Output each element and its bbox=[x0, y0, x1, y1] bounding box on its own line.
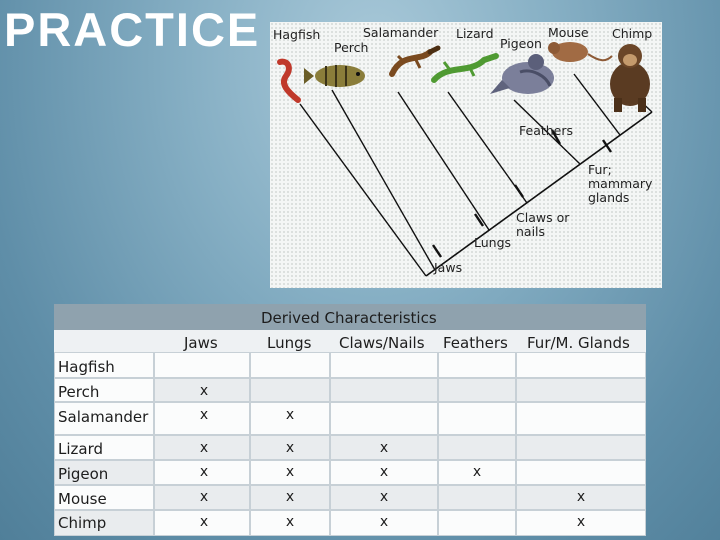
cell-salamander-lungs: x bbox=[283, 407, 297, 423]
cell-chimp-jaws: x bbox=[197, 514, 211, 530]
hagfish-icon bbox=[280, 62, 298, 100]
slide-title: PRACTICE bbox=[4, 2, 260, 57]
trait-label-fur: Fur; mammary glands bbox=[588, 163, 658, 205]
pigeon-icon bbox=[490, 54, 554, 94]
table-caption: Derived Characteristics bbox=[261, 309, 437, 327]
taxon-label-lizard: Lizard bbox=[456, 26, 494, 41]
perch-icon bbox=[304, 65, 365, 87]
trait-label-claws: Claws or nails bbox=[516, 211, 570, 239]
cell-mouse-lungs: x bbox=[283, 489, 297, 505]
cell-salamander-jaws: x bbox=[197, 407, 211, 423]
cell-chimp-lungs: x bbox=[283, 514, 297, 530]
cell-mouse-fur: x bbox=[574, 489, 588, 505]
tick-jaws bbox=[433, 245, 441, 257]
cell-perch-jaws: x bbox=[197, 383, 211, 399]
taxon-label-perch: Perch bbox=[334, 40, 368, 55]
mouse-icon bbox=[548, 42, 612, 62]
cell-mouse-claws: x bbox=[377, 489, 391, 505]
column-header-jaws: Jaws bbox=[184, 334, 218, 352]
branch-perch bbox=[332, 90, 435, 270]
row-label-mouse: Mouse bbox=[58, 490, 107, 508]
taxon-label-salamander: Salamander bbox=[363, 25, 438, 40]
cladogram-diagram bbox=[270, 22, 662, 288]
taxon-label-pigeon: Pigeon bbox=[500, 36, 542, 51]
row-label-salamander: Salamander bbox=[58, 408, 148, 426]
trait-label-jaws: Jaws bbox=[434, 260, 462, 275]
row-label-perch: Perch bbox=[58, 383, 99, 401]
cell-pigeon-jaws: x bbox=[197, 464, 211, 480]
chimp-icon bbox=[610, 44, 650, 112]
cell-lizard-lungs: x bbox=[283, 440, 297, 456]
cell-lizard-claws: x bbox=[377, 440, 391, 456]
taxon-label-chimp: Chimp bbox=[612, 26, 652, 41]
cell-chimp-fur: x bbox=[574, 514, 588, 530]
cell-pigeon-feathers: x bbox=[470, 464, 484, 480]
cell-lizard-jaws: x bbox=[197, 440, 211, 456]
column-header-claws: Claws/Nails bbox=[339, 334, 425, 352]
row-label-lizard: Lizard bbox=[58, 440, 103, 458]
cell-chimp-claws: x bbox=[377, 514, 391, 530]
column-header-fur: Fur/M. Glands bbox=[527, 334, 630, 352]
salamander-icon bbox=[392, 48, 438, 74]
trait-label-lungs: Lungs bbox=[474, 235, 511, 250]
row-label-hagfish: Hagfish bbox=[58, 358, 115, 376]
taxon-label-mouse: Mouse bbox=[548, 25, 589, 40]
row-label-pigeon: Pigeon bbox=[58, 465, 108, 483]
derived-characteristics-table: Derived Characteristics Jaws Lungs Claws… bbox=[54, 304, 646, 536]
row-label-chimp: Chimp bbox=[58, 514, 106, 532]
trait-label-feathers: Feathers bbox=[519, 123, 573, 138]
branch-salamander bbox=[398, 92, 489, 230]
column-header-feathers: Feathers bbox=[443, 334, 508, 352]
tick-claws bbox=[515, 185, 523, 197]
cladogram-figure: Hagfish Perch Salamander Lizard Pigeon M… bbox=[270, 22, 662, 288]
column-header-lungs: Lungs bbox=[267, 334, 311, 352]
cell-mouse-jaws: x bbox=[197, 489, 211, 505]
lizard-icon bbox=[434, 56, 496, 80]
branch-hagfish bbox=[300, 104, 426, 276]
cell-pigeon-claws: x bbox=[377, 464, 391, 480]
taxon-label-hagfish: Hagfish bbox=[273, 27, 320, 42]
cell-pigeon-lungs: x bbox=[283, 464, 297, 480]
